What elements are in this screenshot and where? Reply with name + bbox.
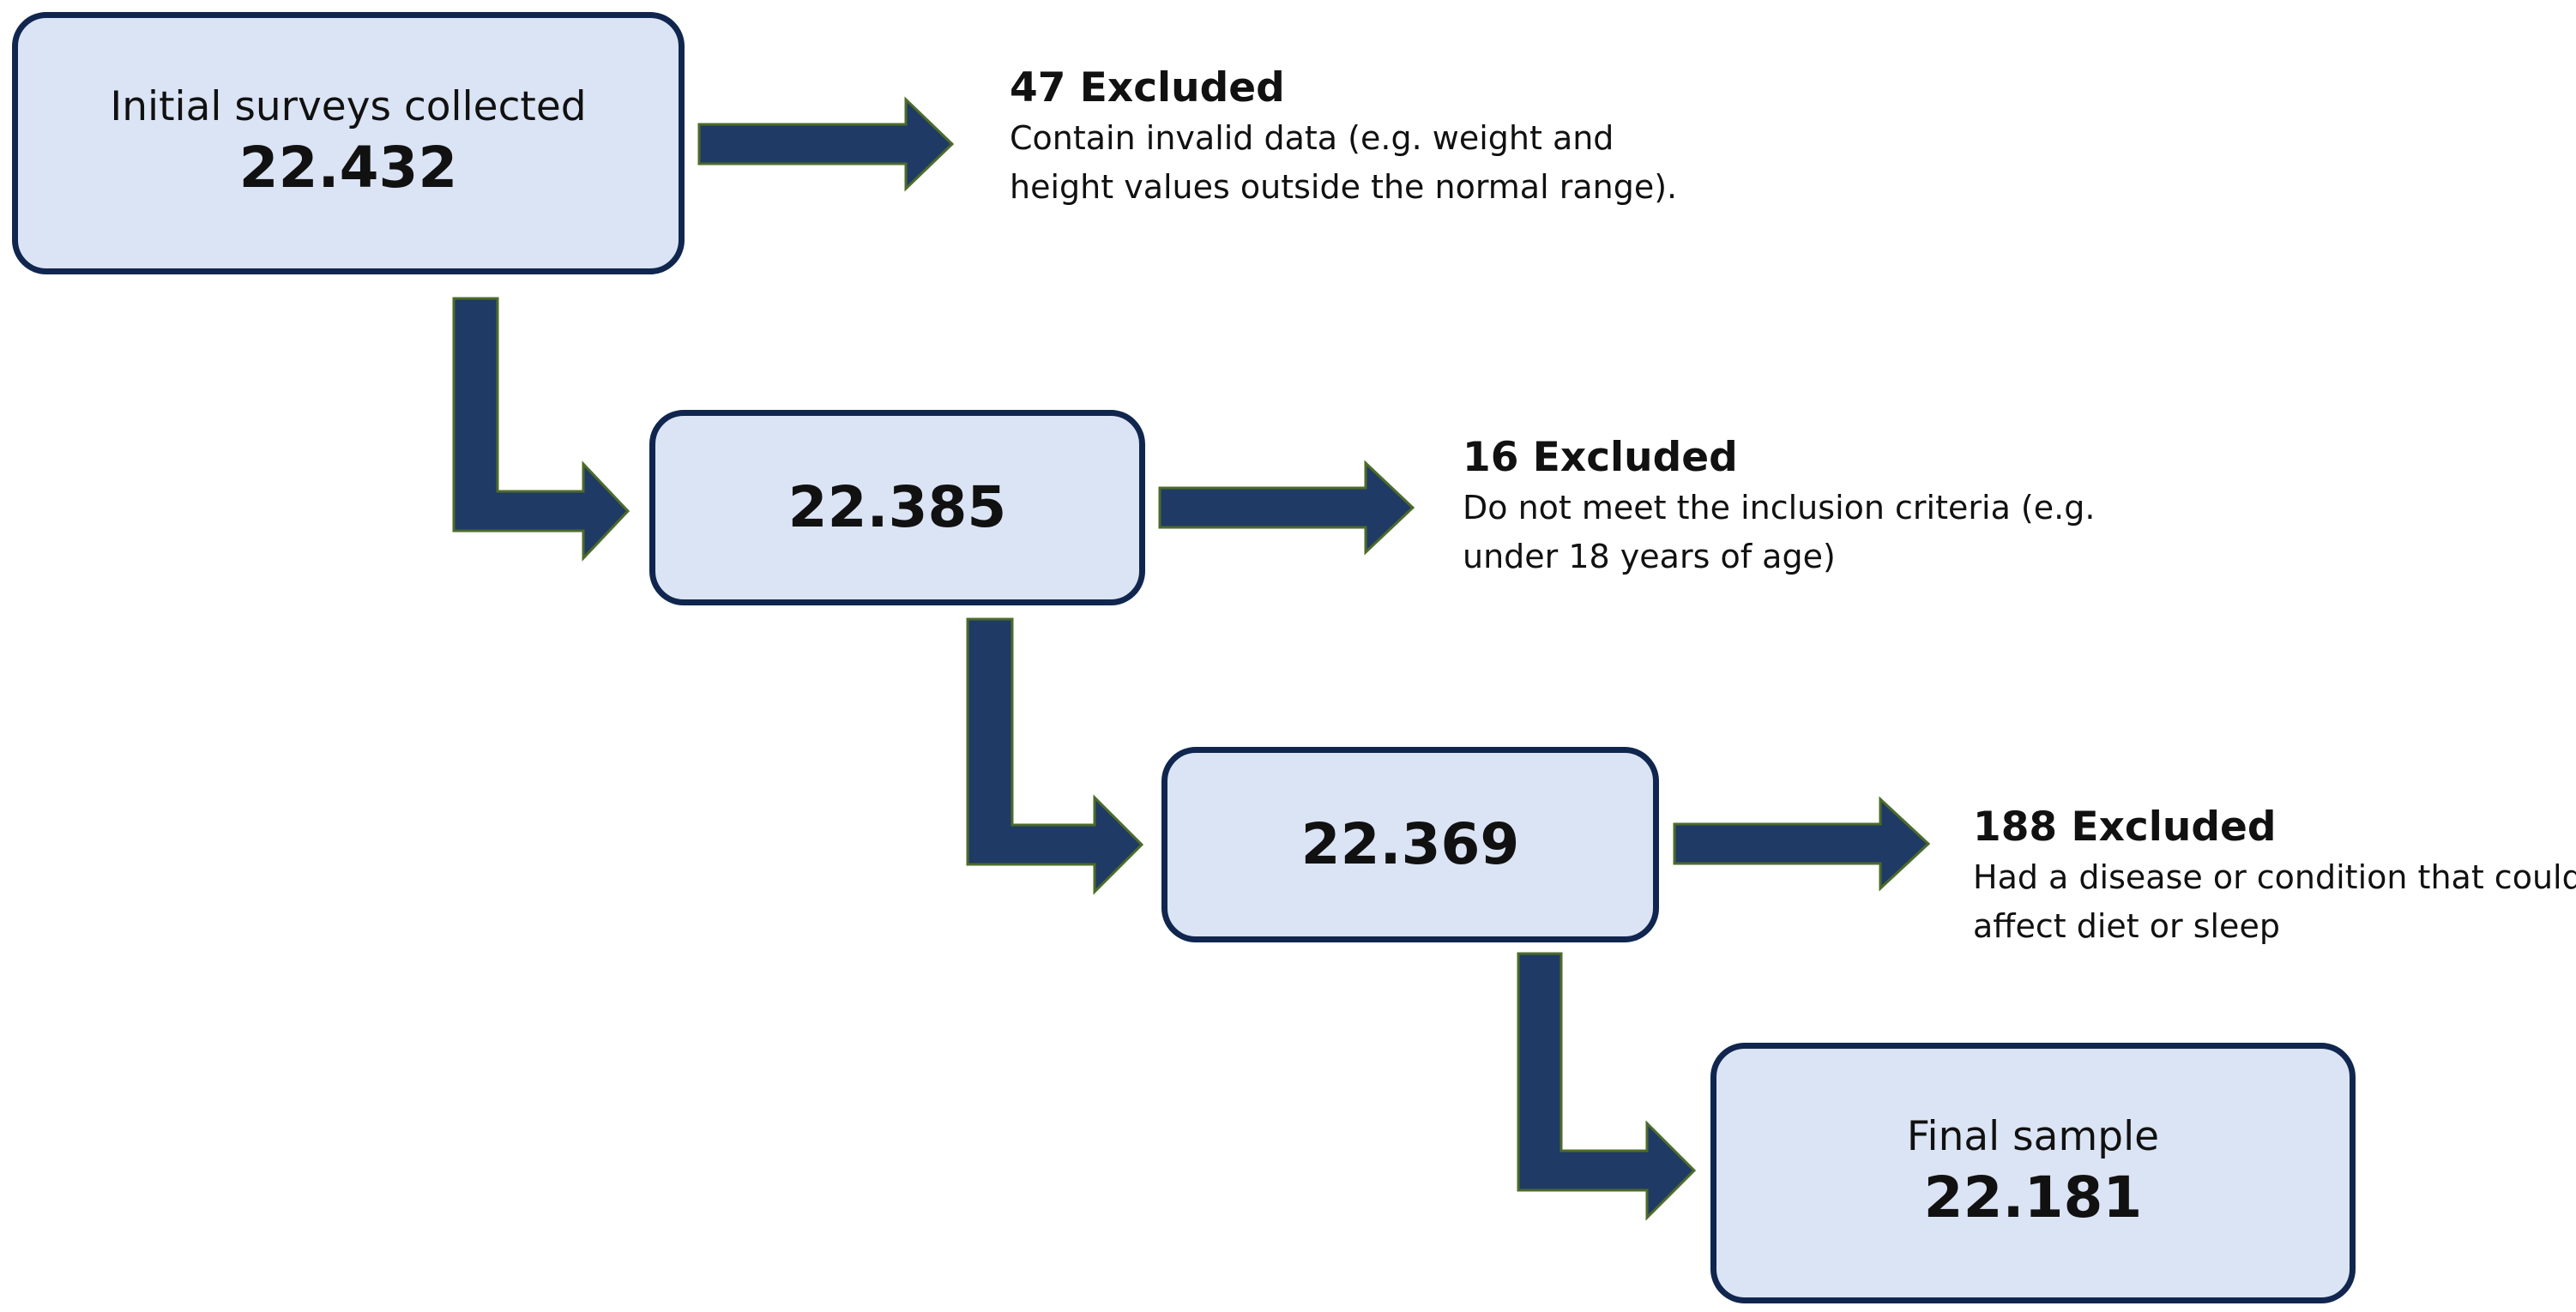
exclusion-desc-2-line-1: Do not meet the inclusion criteria (e.g. <box>1463 489 2096 527</box>
exclusion-desc-3-line-2: affect diet or sleep <box>1973 907 2280 946</box>
exclusion-title-2: 16 Excluded <box>1463 434 1738 481</box>
exclusion-note-3: 188 Excluded Had a disease or condition … <box>1973 801 2576 951</box>
exclusion-desc-1-line-1: Contain invalid data (e.g. weight and <box>1010 119 1614 158</box>
step-box-third: 22.369 <box>1161 747 1659 942</box>
step-count-second: 22.385 <box>787 473 1007 540</box>
step-box-second: 22.385 <box>649 410 1145 605</box>
bent-arrow-step-3-to-final <box>1517 952 1697 1221</box>
exclusion-note-1: 47 Excluded Contain invalid data (e.g. w… <box>1010 62 1677 212</box>
exclusion-desc-2-line-2: under 18 years of age) <box>1463 538 1836 576</box>
exclusion-title-3: 188 Excluded <box>1973 803 2277 851</box>
step-box-final: Final sample 22.181 <box>1710 1043 2356 1303</box>
step-count-initial: 22.432 <box>238 135 458 202</box>
right-arrow-exclusion-2 <box>1158 460 1415 556</box>
bent-arrow-step-1-to-2 <box>452 297 630 562</box>
step-box-initial: Initial surveys collected 22.432 <box>12 12 685 274</box>
step-label-final: Final sample <box>1906 1113 2160 1161</box>
right-arrow-exclusion-1 <box>697 96 955 192</box>
exclusion-note-2: 16 Excluded Do not meet the inclusion cr… <box>1463 431 2095 581</box>
exclusion-desc-3-line-1: Had a disease or condition that could <box>1973 858 2576 897</box>
right-arrow-exclusion-3 <box>1673 796 1931 892</box>
exclusion-title-1: 47 Excluded <box>1010 64 1285 111</box>
exclusion-desc-1-line-2: height values outside the normal range). <box>1010 168 1678 207</box>
step-label-initial: Initial surveys collected <box>110 83 587 131</box>
step-count-third: 22.369 <box>1300 810 1520 877</box>
step-count-final: 22.181 <box>1923 1165 2143 1231</box>
bent-arrow-step-2-to-3 <box>966 617 1144 895</box>
